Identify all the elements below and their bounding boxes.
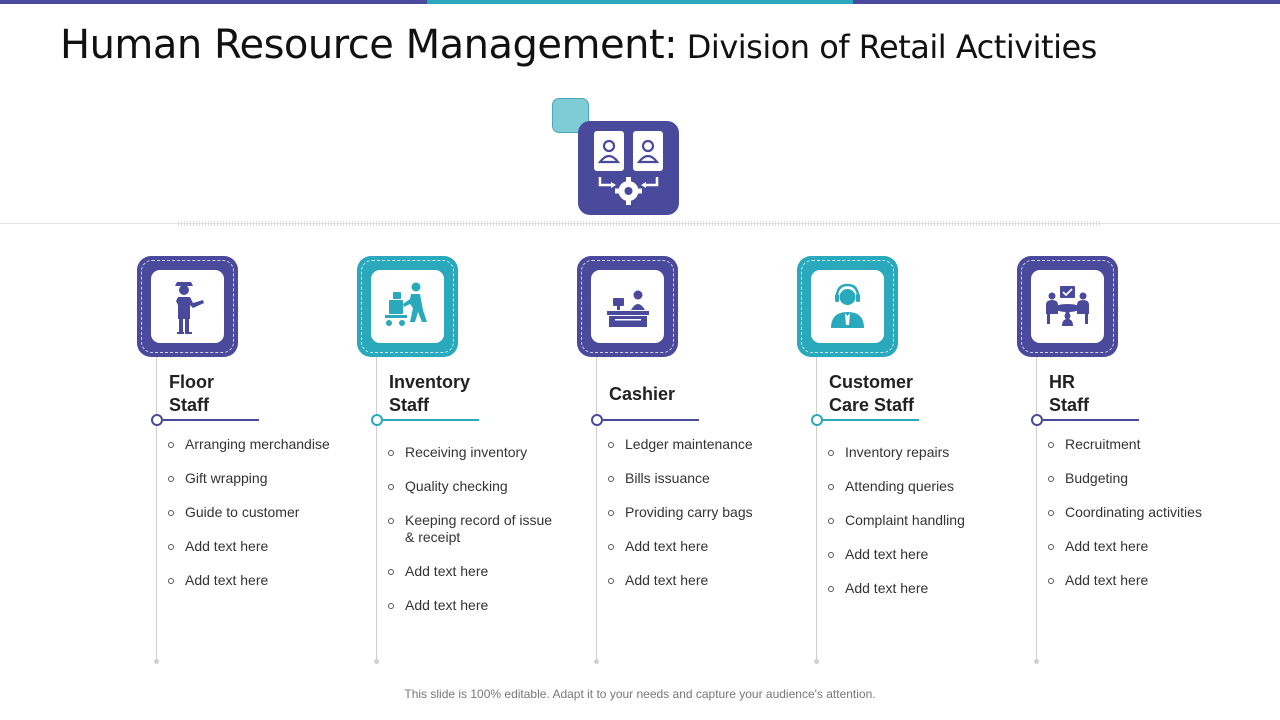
column-floor-staff: Floor Staff Arranging merchandise Gift w…: [137, 256, 357, 666]
bullet-list: Ledger maintenance Bills issuance Provid…: [605, 436, 785, 606]
list-item: Coordinating activities: [1045, 504, 1225, 521]
list-item: Add text here: [1045, 538, 1225, 555]
cashier-icon-box: [577, 256, 678, 357]
column-heading: HR Staff: [1049, 372, 1089, 415]
page-title: Human Resource Management: Division of R…: [60, 22, 1097, 68]
footer-note: This slide is 100% editable. Adapt it to…: [404, 687, 876, 701]
title-sub: Division of Retail Activities: [686, 28, 1098, 66]
floor-staff-person-icon: [175, 282, 204, 334]
list-item: Add text here: [1045, 572, 1225, 589]
heading-connector: [591, 414, 699, 426]
headset-agent-icon: [831, 283, 864, 328]
list-item: Inventory repairs: [825, 444, 1005, 461]
list-item: Arranging merchandise: [165, 436, 345, 453]
column-hr-staff: HR Staff Recruitment Budgeting Coordinat…: [1017, 256, 1237, 666]
list-item: Keeping record of issue & receipt: [385, 512, 565, 546]
list-item: Add text here: [165, 572, 345, 589]
dotted-divider: [178, 221, 1102, 226]
list-item: Quality checking: [385, 478, 565, 495]
floor-staff-icon-box: [137, 256, 238, 357]
list-item: Add text here: [825, 546, 1005, 563]
heading-connector: [1031, 414, 1139, 426]
inventory-staff-icon-box: [357, 256, 458, 357]
bullet-list: Arranging merchandise Gift wrapping Guid…: [165, 436, 345, 606]
cashier-counter-icon: [607, 290, 649, 327]
column-heading: Inventory Staff: [389, 372, 471, 415]
list-item: Recruitment: [1045, 436, 1225, 453]
bullet-list: Recruitment Budgeting Coordinating activ…: [1045, 436, 1225, 606]
list-item: Add text here: [605, 538, 785, 555]
list-item: Guide to customer: [165, 504, 345, 521]
heading-connector: [371, 414, 479, 426]
org-chart-people-gear-icon: [578, 121, 679, 215]
bullet-list: Receiving inventory Quality checking Kee…: [385, 444, 565, 631]
list-item: Bills issuance: [605, 470, 785, 487]
top-accent-bar: [0, 0, 1280, 4]
title-main: Human Resource Management:: [60, 22, 678, 68]
hr-staff-icon-box: [1017, 256, 1118, 357]
list-item: Add text here: [385, 597, 565, 614]
list-item: Ledger maintenance: [605, 436, 785, 453]
list-item: Receiving inventory: [385, 444, 565, 461]
list-item: Attending queries: [825, 478, 1005, 495]
hr-meeting-table-icon: [1046, 286, 1089, 326]
list-item: Providing carry bags: [605, 504, 785, 521]
bullet-list: Inventory repairs Attending queries Comp…: [825, 444, 1005, 614]
list-item: Add text here: [385, 563, 565, 580]
list-item: Complaint handling: [825, 512, 1005, 529]
list-item: Add text here: [605, 572, 785, 589]
column-heading: Customer Care Staff: [829, 372, 915, 415]
heading-connector: [151, 414, 259, 426]
list-item: Gift wrapping: [165, 470, 345, 487]
list-item: Add text here: [825, 580, 1005, 597]
column-heading: Cashier: [609, 383, 676, 404]
inventory-trolley-icon: [385, 282, 427, 326]
customer-care-icon-box: [797, 256, 898, 357]
column-customer-care-staff: Customer Care Staff Inventory repairs At…: [797, 256, 1017, 666]
list-item: Add text here: [165, 538, 345, 555]
heading-connector: [811, 414, 919, 426]
column-heading: Floor Staff: [169, 372, 214, 415]
list-item: Budgeting: [1045, 470, 1225, 487]
column-cashier: Cashier Ledger maintenance Bills issuanc…: [577, 256, 797, 666]
column-inventory-staff: Inventory Staff Receiving inventory Qual…: [357, 256, 577, 666]
